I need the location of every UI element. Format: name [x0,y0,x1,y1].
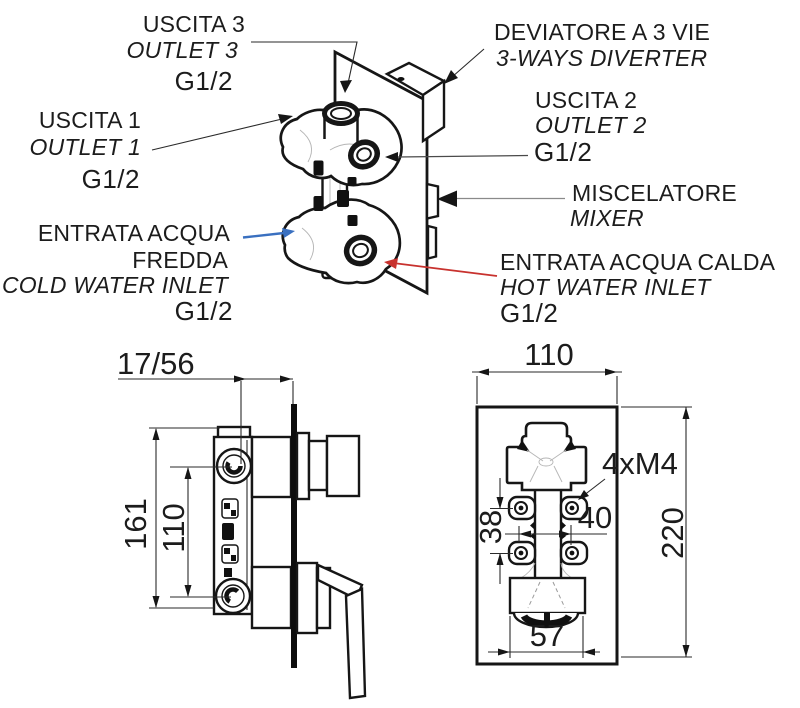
outlet2-label-it: USCITA 2 [535,87,637,113]
outlet3-label-en: OUTLET 3 [126,37,238,63]
dim-port-spacing: 110 [156,503,191,552]
diverter-screw [397,77,405,81]
dim-body-width: 57 [530,618,564,653]
isometric-view [279,49,447,296]
front-view: 110 220 4xM4 40 38 [472,337,692,666]
outlet1-label-it: USCITA 1 [39,107,141,133]
outlet1-arrowhead [278,114,293,124]
dim-plate-height: 220 [655,507,690,559]
screw-ears [507,495,589,566]
cold-inlet-size: G1/2 [175,296,233,326]
dim-screw-thread: 4xM4 [602,446,678,481]
mixer-stub [250,565,293,630]
diverter-arrowhead [444,70,458,84]
cold-arrow-line [242,231,285,239]
mixer-lever-blade [344,587,367,700]
cold-arrowhead [282,228,295,238]
dim-screw-horizontal: 40 [578,500,612,535]
bar-fittings [313,160,358,226]
cold-inlet-label-en: COLD WATER INLET [2,272,230,298]
front-top-valve [505,421,588,492]
side-bottom-port [214,577,252,615]
outlet1-label-en: OUTLET 1 [29,134,141,160]
dim-depth-range: 17/56 [117,346,195,381]
outlet1-size: G1/2 [82,164,140,194]
bottom-valve-body [281,198,402,285]
outlet2-size: G1/2 [534,137,592,167]
side-top-port [215,447,253,485]
mixer-trim [295,561,367,700]
dim-total-height: 161 [118,498,153,550]
mixer-label-en: MIXER [570,205,644,231]
cold-inlet-label-it1: ENTRATA ACQUA [38,220,231,246]
front-dimensions: 110 220 4xM4 40 38 [472,337,692,658]
mixer-tab [425,182,440,221]
mixer-tab-lower [426,224,438,261]
annotation-labels: USCITA 3 OUTLET 3 G1/2 DEVIATORE A 3 VIE… [2,11,776,328]
dim-screw-vertical: 38 [473,510,508,544]
hot-inlet-label-en: HOT WATER INLET [500,274,712,300]
outlet2-label-en: OUTLET 2 [535,112,647,138]
outlet3-label-it: USCITA 3 [143,11,245,37]
hot-inlet-port [343,234,378,267]
fillet-mark [517,440,530,452]
outlet3-arrowhead [340,80,352,93]
dim-plate-width: 110 [524,337,573,372]
outlet2-arrowhead [385,152,398,162]
diverter-box [384,61,447,144]
outlet3-size: G1/2 [175,66,233,96]
hot-arrowhead [384,258,398,269]
side-view: 17/56 161 110 [117,346,367,700]
side-internals [221,498,239,577]
mixer-arrowhead [437,190,457,207]
outlet2-port [348,139,380,170]
diverter-trim [295,431,361,501]
outlet3-port [322,101,360,142]
hot-arrow-line [396,262,498,277]
diverter-label-it: DEVIATORE A 3 VIE [494,19,710,45]
annotation-leaders [151,41,565,277]
cold-inlet-label-it2: FREDDA [132,247,228,273]
side-dimensions: 17/56 161 110 [117,346,294,609]
hot-inlet-size: G1/2 [500,298,558,328]
diverter-label-en: 3-WAYS DIVERTER [496,45,707,71]
diverter-stub [250,435,293,499]
mixer-label-it: MISCELATORE [572,180,737,206]
finished-wall-line [291,404,297,668]
hot-inlet-label-it: ENTRATA ACQUA CALDA [500,249,776,275]
fillet-mark [563,440,576,452]
front-bottom-valve [508,562,587,629]
